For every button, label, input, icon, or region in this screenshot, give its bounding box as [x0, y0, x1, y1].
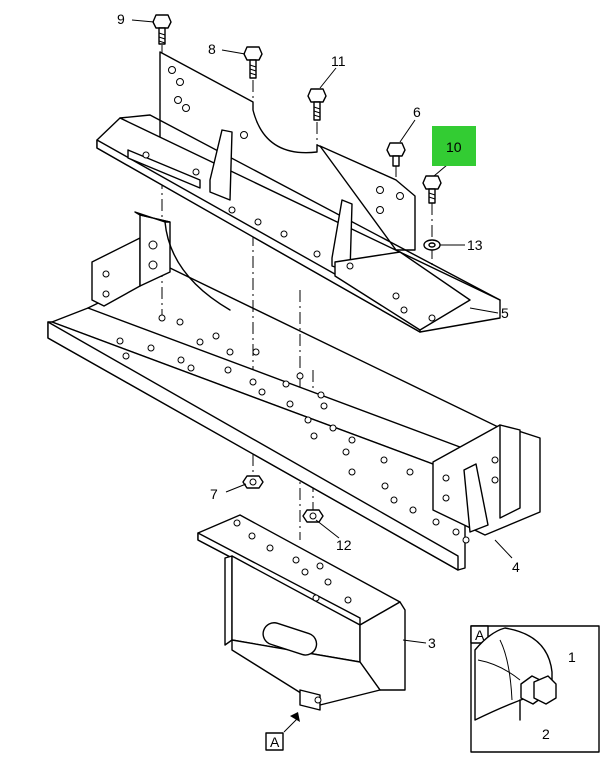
part-3-support-bracket [197, 514, 406, 711]
bolt-9 [152, 14, 172, 45]
bolt-6 [386, 142, 406, 167]
bolt-11 [307, 88, 327, 121]
view-ref-label[interactable]: A [270, 734, 280, 750]
callout-11[interactable]: 11 [331, 53, 346, 69]
callout-2[interactable]: 2 [542, 726, 550, 742]
washer-13 [423, 239, 441, 251]
callout-3[interactable]: 3 [428, 635, 436, 651]
callout-12[interactable]: 12 [336, 537, 352, 553]
callout-7[interactable]: 7 [210, 486, 218, 502]
bolt-10 [422, 175, 442, 204]
detail-view-label: A [475, 627, 485, 643]
highlight-box [432, 126, 476, 166]
nut-12 [302, 509, 324, 523]
callout-labels: 9 8 11 6 10 13 5 7 12 4 3 1 2 A A [117, 11, 576, 750]
bolt-8 [243, 46, 263, 79]
callout-6[interactable]: 6 [413, 104, 421, 120]
callout-10[interactable]: 10 [446, 139, 462, 155]
nut-7 [242, 475, 264, 489]
view-arrow-a [265, 712, 300, 751]
channel-holes [116, 314, 470, 544]
callout-4[interactable]: 4 [512, 559, 520, 575]
part-4-channel-frame [47, 211, 541, 571]
detail-a-inset [470, 625, 600, 753]
callout-1[interactable]: 1 [568, 649, 576, 665]
callout-5[interactable]: 5 [501, 305, 509, 321]
callout-9[interactable]: 9 [117, 11, 125, 27]
part-5-mounting-plate [96, 51, 501, 333]
callout-8[interactable]: 8 [208, 41, 216, 57]
callout-13[interactable]: 13 [467, 237, 483, 253]
